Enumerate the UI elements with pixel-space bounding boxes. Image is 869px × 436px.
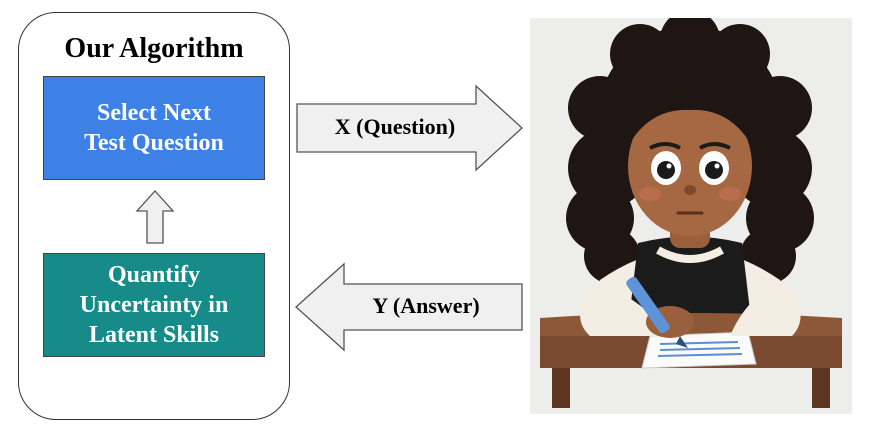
select-question-label: Select Next Test Question <box>84 100 224 156</box>
select-question-box: Select Next Test Question <box>43 76 265 180</box>
up-arrow-icon <box>135 190 175 244</box>
quantify-uncertainty-box: Quantify Uncertainty in Latent Skills <box>43 253 265 357</box>
algorithm-title: Our Algorithm <box>64 33 244 64</box>
student-icon <box>540 10 842 408</box>
quantify-uncertainty-label: Quantify Uncertainty in Latent Skills <box>79 262 229 348</box>
algorithm-panel: Our Algorithm Select Next Test Question … <box>18 12 290 420</box>
answer-label: Y (Answer) <box>372 293 480 318</box>
question-arrow-icon <box>296 84 523 172</box>
answer-arrow-icon <box>295 262 523 352</box>
student-illustration <box>530 10 852 414</box>
question-label: X (Question) <box>334 114 456 139</box>
